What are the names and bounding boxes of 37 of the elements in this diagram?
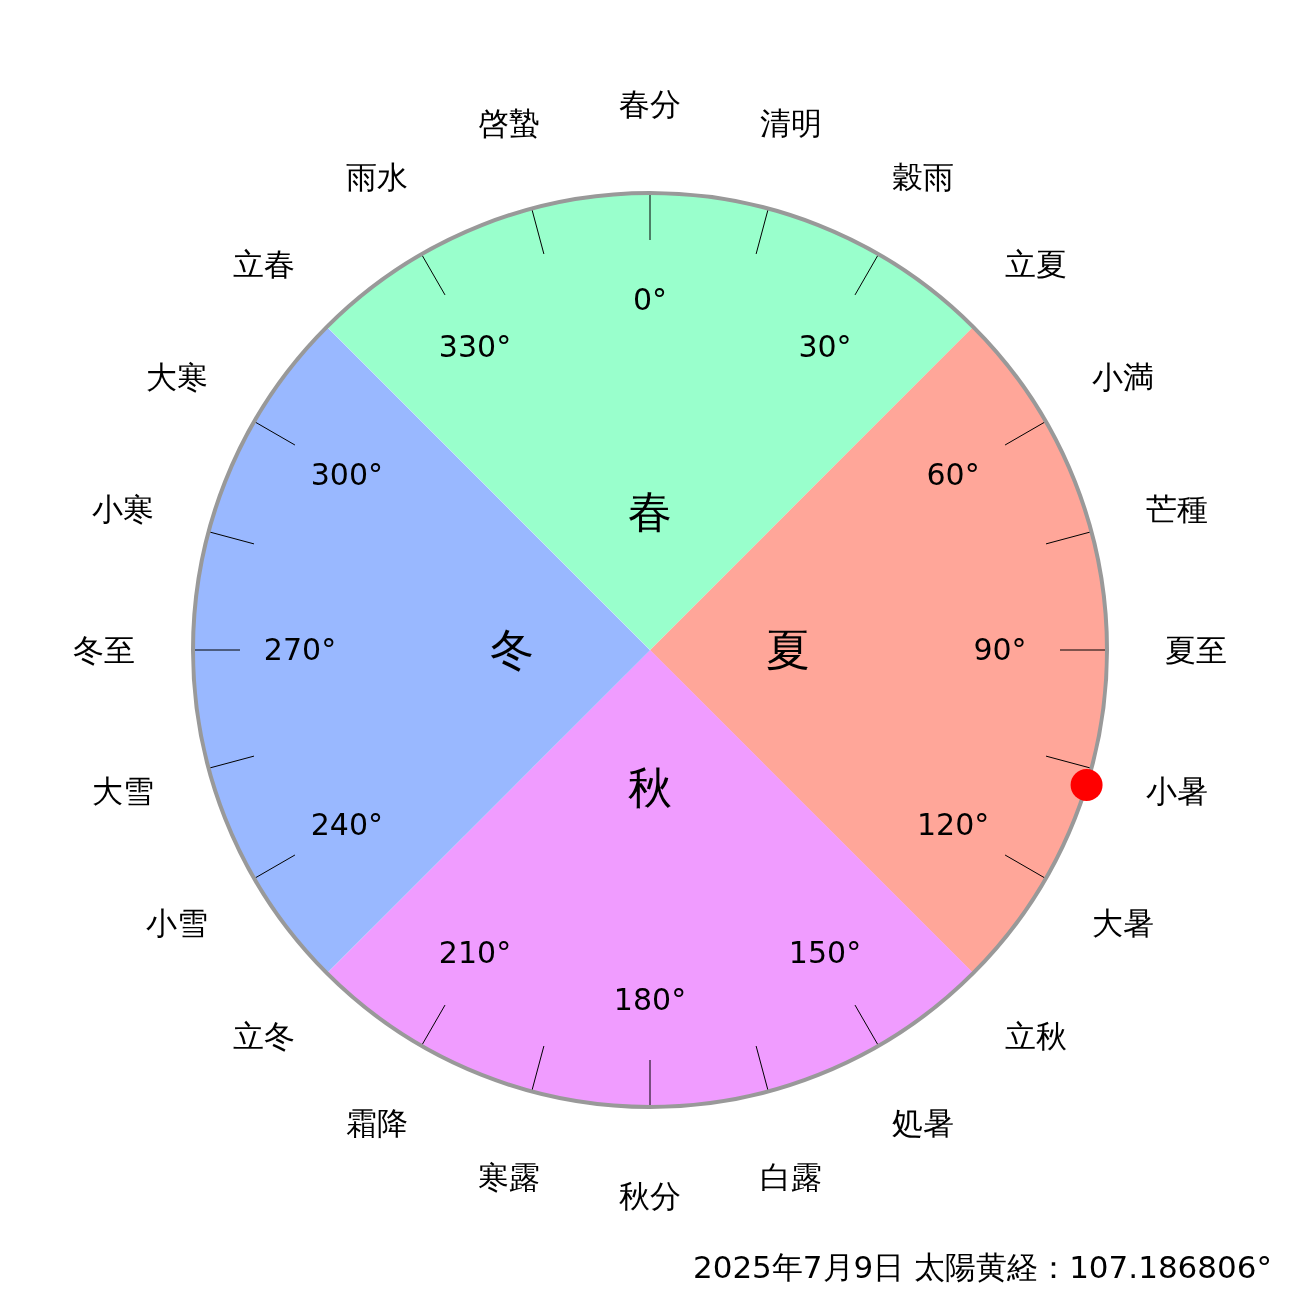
solar-term-label: 啓蟄 bbox=[477, 107, 540, 139]
degree-label: 180° bbox=[613, 985, 687, 1015]
solar-term-label: 小雪 bbox=[146, 907, 209, 939]
season-label: 冬 bbox=[490, 628, 534, 672]
solar-term-label: 立春 bbox=[232, 248, 295, 280]
solar-term-label: 立冬 bbox=[232, 1020, 295, 1052]
degree-label: 270° bbox=[263, 635, 337, 665]
solar-term-label: 寒露 bbox=[477, 1161, 540, 1193]
degree-label: 30° bbox=[798, 331, 852, 362]
solar-term-label: 小暑 bbox=[1146, 775, 1209, 807]
solar-term-label: 立秋 bbox=[1005, 1020, 1068, 1052]
solar-term-label: 清明 bbox=[760, 107, 823, 139]
degree-label: 210° bbox=[438, 938, 512, 969]
solar-term-label: 小寒 bbox=[91, 493, 154, 525]
season-label: 春 bbox=[628, 490, 672, 534]
solar-term-label: 白露 bbox=[760, 1161, 823, 1193]
solar-term-label: 大暑 bbox=[1091, 907, 1154, 939]
degree-label: 0° bbox=[632, 285, 668, 315]
season-label: 秋 bbox=[628, 766, 672, 810]
solar-term-label: 小満 bbox=[1091, 361, 1154, 393]
solar-term-label: 秋分 bbox=[619, 1180, 681, 1212]
solar-term-label: 春分 bbox=[619, 88, 681, 120]
solar-term-label: 大雪 bbox=[91, 775, 154, 807]
degree-label: 240° bbox=[310, 810, 383, 840]
degree-label: 60° bbox=[926, 460, 980, 490]
solar-term-label: 大寒 bbox=[146, 361, 209, 393]
degree-label: 330° bbox=[438, 331, 512, 362]
degree-label: 120° bbox=[916, 810, 990, 840]
season-label: 夏 bbox=[766, 628, 810, 672]
solar-term-label: 立夏 bbox=[1005, 248, 1068, 280]
degree-label: 90° bbox=[973, 635, 1027, 665]
solar-term-label: 芒種 bbox=[1146, 493, 1209, 525]
degree-label: 300° bbox=[310, 460, 383, 490]
date-longitude-note: 2025年7月9日 太陽黄経：107.186806° bbox=[692, 1251, 1272, 1283]
solar-term-label: 冬至 bbox=[73, 634, 135, 666]
degree-label: 150° bbox=[788, 938, 862, 969]
solar-term-label: 夏至 bbox=[1165, 634, 1227, 666]
